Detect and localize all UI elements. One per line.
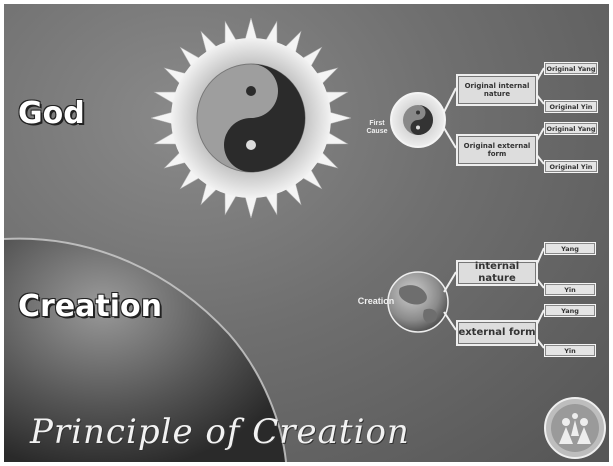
original-yin-label: Original Yin (544, 100, 598, 113)
god-heading: God (18, 96, 85, 131)
first-cause-label: First Cause (364, 120, 390, 135)
original-yin-label: Original Yin (544, 160, 598, 173)
yin-label: Yin (544, 283, 596, 296)
yang-label: Yang (544, 304, 596, 317)
original-yang-label: Original Yang (544, 62, 598, 75)
original-external-form-box: Original external form (456, 134, 538, 166)
yang-label: Yang (544, 242, 596, 255)
sun-yin-yang-icon (151, 18, 351, 218)
slide: God Creation First Cause Original intern… (4, 4, 609, 462)
original-internal-nature-box: Original internal nature (456, 74, 538, 106)
original-yang-label: Original Yang (544, 122, 598, 135)
external-form-box: external form (456, 320, 538, 346)
creation-source-label: Creation (354, 297, 398, 307)
yin-yang-icon (391, 93, 445, 147)
slide-title: Principle of Creation (30, 412, 410, 452)
diagram-graphics (4, 4, 609, 462)
internal-nature-box: internal nature (456, 260, 538, 286)
family-logo-icon (545, 398, 605, 458)
yin-label: Yin (544, 344, 596, 357)
creation-heading: Creation (18, 289, 162, 324)
